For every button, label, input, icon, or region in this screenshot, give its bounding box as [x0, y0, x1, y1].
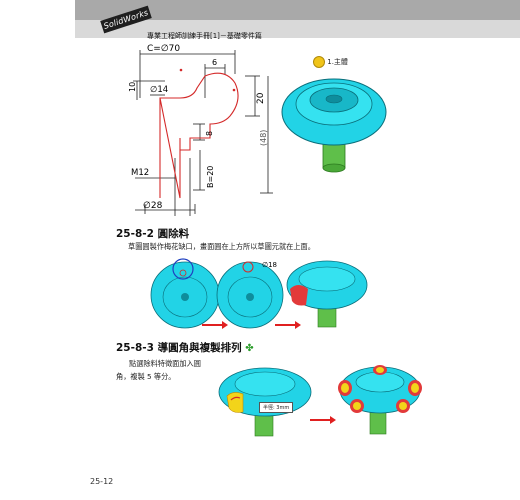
- dim-14: ∅14: [150, 85, 168, 95]
- profile-drawing: C=∅70 6 10 ∅14 20 8 (48) M12 B=20 ∅28: [128, 44, 273, 216]
- book-title: 專業工程師訓練手冊[1]－基礎零件篇: [147, 32, 262, 40]
- section-heading-cut: 25-8-2 圓除料: [116, 228, 190, 240]
- section-heading-fillet: 25-8-3 導圓角與複製排列 ✤: [116, 340, 254, 355]
- page-number: 25-12: [90, 477, 114, 486]
- dim-b20: B=20: [206, 166, 215, 188]
- feature-icon: [313, 56, 325, 68]
- pattern-icon: ✤: [245, 343, 254, 354]
- header-bar: [75, 0, 520, 20]
- dim-20: 20: [256, 92, 266, 104]
- cut-steps-figure: ∅18: [150, 258, 368, 329]
- header-band: [75, 20, 520, 38]
- dim-c70: C=∅70: [147, 44, 180, 54]
- dim-28: ∅28: [143, 201, 163, 211]
- feature-label: 1.主體: [327, 58, 348, 66]
- feature-item: 1.主體: [313, 56, 348, 68]
- dim-10: 10: [128, 82, 137, 92]
- dim-8: 8: [205, 131, 214, 136]
- dim-m12: M12: [131, 168, 149, 178]
- dim-6: 6: [212, 58, 217, 67]
- knob-model: [281, 78, 387, 173]
- radius-callout: 半徑: 3mm: [259, 402, 294, 413]
- section-text-fillet-2: 角，複製 5 等分。: [116, 372, 176, 381]
- dim-48: (48): [259, 130, 268, 146]
- fillet-heading-text: 25-8-3 導圓角與複製排列: [116, 342, 242, 354]
- section-text-cut: 草圖圓製作梅花缺口，畫面圓在上方所以草圖元就在上面。: [128, 242, 315, 251]
- fillet-pattern-figure: [218, 365, 422, 437]
- section-text-fillet-1: 點選除料特徵面加入圓: [129, 359, 201, 368]
- dim-18: ∅18: [262, 261, 277, 269]
